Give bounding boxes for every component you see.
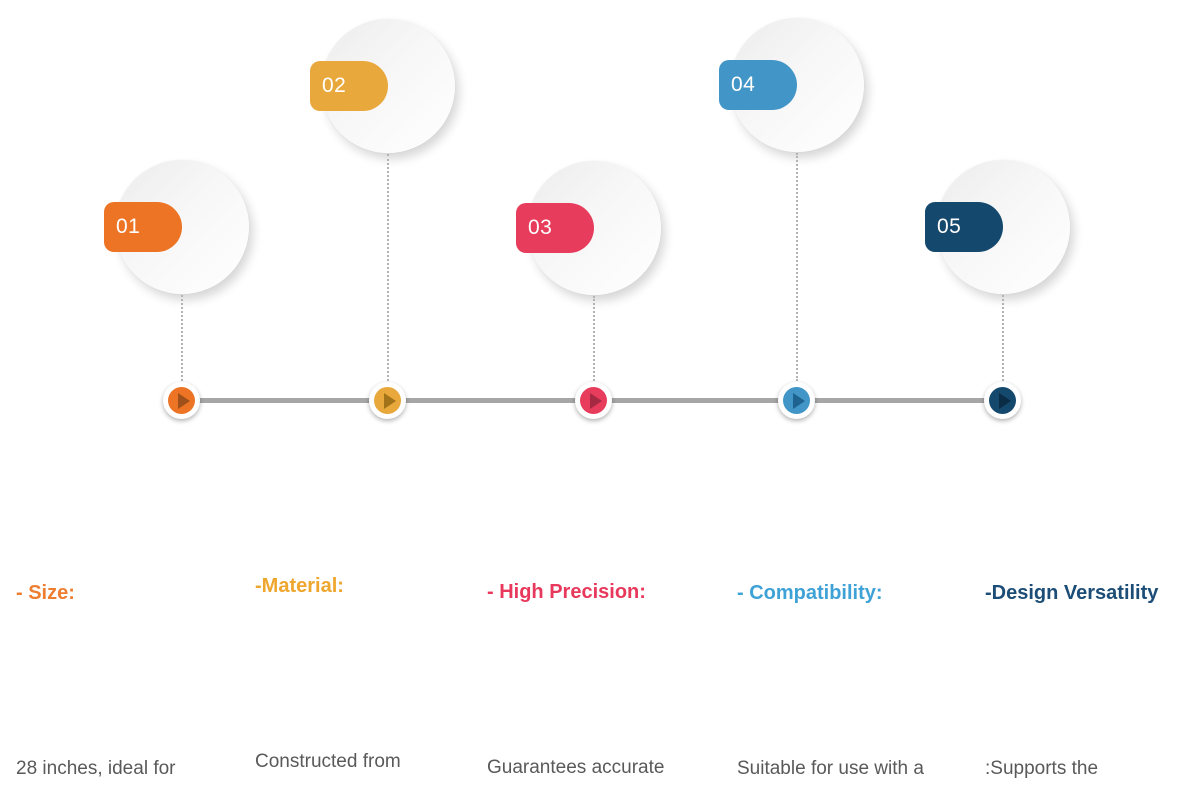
step-circle: 01 <box>104 160 249 294</box>
step-number-badge: 03 <box>516 203 594 253</box>
step-number-badge: 04 <box>719 60 797 110</box>
timeline-marker <box>984 382 1021 419</box>
item-body: Constructed from premium, sturdy resin c… <box>255 750 401 772</box>
play-icon <box>383 392 396 409</box>
dotted-connector <box>181 295 183 381</box>
item-body: :Supports the creation of intricate and … <box>985 757 1099 779</box>
item-body: Guarantees accurate and repeatable produ… <box>487 756 665 778</box>
play-icon <box>589 392 602 409</box>
item-text-column: -Design Versatility :Supports the creati… <box>985 447 1161 808</box>
item-heading: - Compatibility: <box>737 582 883 604</box>
dotted-connector <box>593 296 595 381</box>
step-number-badge: 02 <box>310 61 388 111</box>
marker-disc <box>783 387 810 414</box>
item-heading: -Design Versatility <box>985 582 1159 604</box>
marker-disc <box>580 387 607 414</box>
step-number: 01 <box>116 215 141 238</box>
marker-disc <box>168 387 195 414</box>
step-number-badge: 05 <box>925 202 1003 252</box>
item-text-column: - High Precision: Guarantees accurate an… <box>487 446 664 808</box>
step-number: 03 <box>528 216 553 239</box>
item-heading: - Size: <box>16 582 75 604</box>
item-body: Suitable for use with a wide array of st… <box>737 757 924 779</box>
play-icon <box>998 392 1011 409</box>
step-circle: 04 <box>719 18 864 152</box>
item-text-column: - Size: 28 inches, ideal for creating la… <box>16 447 210 808</box>
play-icon <box>792 392 805 409</box>
dotted-connector <box>796 153 798 381</box>
marker-disc <box>374 387 401 414</box>
step-number: 04 <box>731 73 756 96</box>
step-circle: 03 <box>516 161 661 295</box>
timeline-marker <box>163 382 200 419</box>
item-text-column: -Material: Constructed from premium, stu… <box>255 440 438 808</box>
item-heading: -Material: <box>255 575 344 597</box>
step-number: 05 <box>937 215 962 238</box>
timeline-marker <box>778 382 815 419</box>
step-number: 02 <box>322 74 347 97</box>
timeline-marker <box>369 382 406 419</box>
step-circle: 02 <box>310 19 455 153</box>
step-number-badge: 01 <box>104 202 182 252</box>
item-body: 28 inches, ideal for creating larger lug… <box>16 757 176 779</box>
dotted-connector <box>1002 295 1004 381</box>
marker-disc <box>989 387 1016 414</box>
play-icon <box>177 392 190 409</box>
step-circle: 05 <box>925 160 1070 294</box>
item-heading: - High Precision: <box>487 581 646 603</box>
timeline-marker <box>575 382 612 419</box>
item-text-column: - Compatibility: Suitable for use with a… <box>737 447 931 808</box>
dotted-connector <box>387 154 389 381</box>
